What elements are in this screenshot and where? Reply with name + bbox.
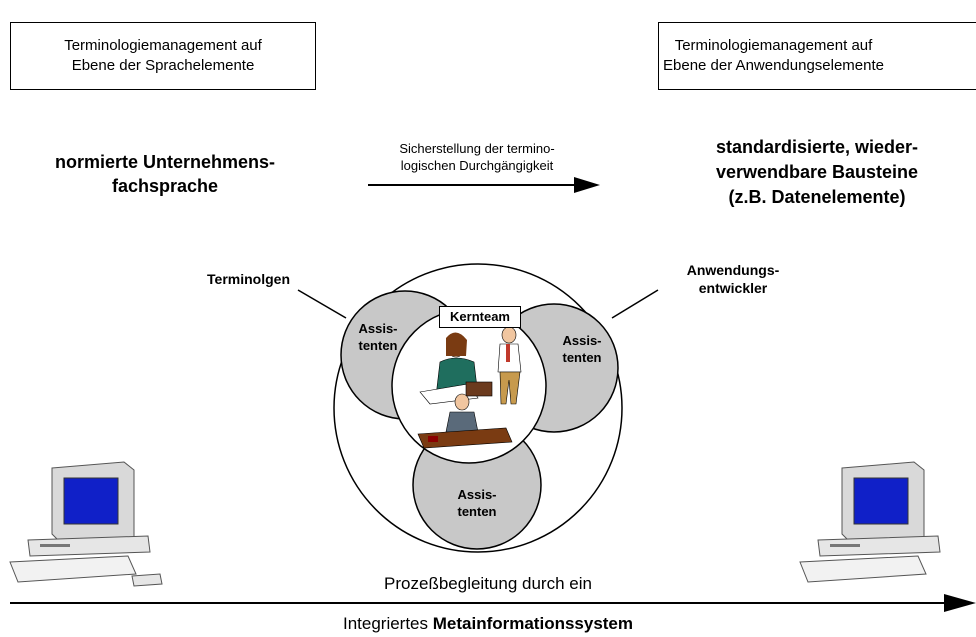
right-heading-line1: standardisierte, wieder- [715, 137, 919, 157]
team-clipart [417, 326, 522, 449]
core-team-label: Kernteam [439, 306, 521, 328]
entwickler-label-line1: Anwendungs- [686, 262, 780, 278]
middle-arrow-label: Sicherstellung der termino- logischen Du… [362, 140, 592, 174]
bottom-line1: Prozeßbegleitung durch ein [384, 574, 592, 593]
entwickler-label-line2: entwickler [698, 280, 768, 296]
assistant-right-line2: tenten [562, 350, 602, 365]
computer-left-icon [9, 461, 163, 587]
assistant-bottom-line1: Assis- [457, 487, 497, 502]
assistant-right-label: Assis- tenten [552, 332, 612, 366]
bottom-line2-normal: Integriertes [342, 614, 433, 633]
top-right-box-line1: Terminologiemanagement auf [674, 37, 873, 54]
middle-arrow-label-line1: Sicherstellung der termino- [399, 141, 555, 156]
bottom-arrow-head [944, 594, 976, 612]
middle-arrow-head [574, 177, 600, 193]
bottom-line2: Integriertes Metainformationssystem [200, 613, 776, 635]
terminologen-pointer [297, 289, 347, 319]
entwickler-pointer [611, 289, 659, 319]
top-left-box-line1: Terminologiemanagement auf [64, 37, 262, 54]
computer-right-icon [799, 461, 941, 583]
left-heading: normierte Unternehmens- fachsprache [22, 150, 308, 198]
left-heading-line1: normierte Unternehmens- [54, 152, 276, 172]
entwickler-label: Anwendungs- entwickler [658, 261, 808, 297]
assistant-bottom-line2: tenten [457, 504, 497, 519]
assistant-left-line2: tenten [358, 338, 398, 353]
top-left-box: Terminologiemanagement auf Ebene der Spr… [10, 22, 316, 90]
terminologen-label: Terminolgen [207, 271, 290, 287]
left-heading-line2: fachsprache [111, 176, 219, 196]
assistant-right-line1: Assis- [562, 333, 602, 348]
assistant-bottom-label: Assis- tenten [447, 486, 507, 520]
bottom-line2-bold: Metainformationssystem [432, 614, 634, 633]
right-heading: standardisierte, wieder- verwendbare Bau… [662, 135, 972, 210]
assistant-left-label: Assis- tenten [348, 320, 408, 354]
top-right-box-line2: Ebene der Anwendungselemente [663, 57, 885, 74]
right-heading-line3: (z.B. Datenelemente) [728, 187, 906, 207]
top-left-box-line2: Ebene der Sprachelemente [71, 57, 255, 74]
top-right-box: Terminologiemanagement auf Ebene der Anw… [658, 22, 976, 90]
right-heading-line2: verwendbare Bausteine [715, 162, 919, 182]
middle-arrow-label-line2: logischen Durchgängigkeit [400, 158, 554, 173]
assistant-left-line1: Assis- [358, 321, 398, 336]
